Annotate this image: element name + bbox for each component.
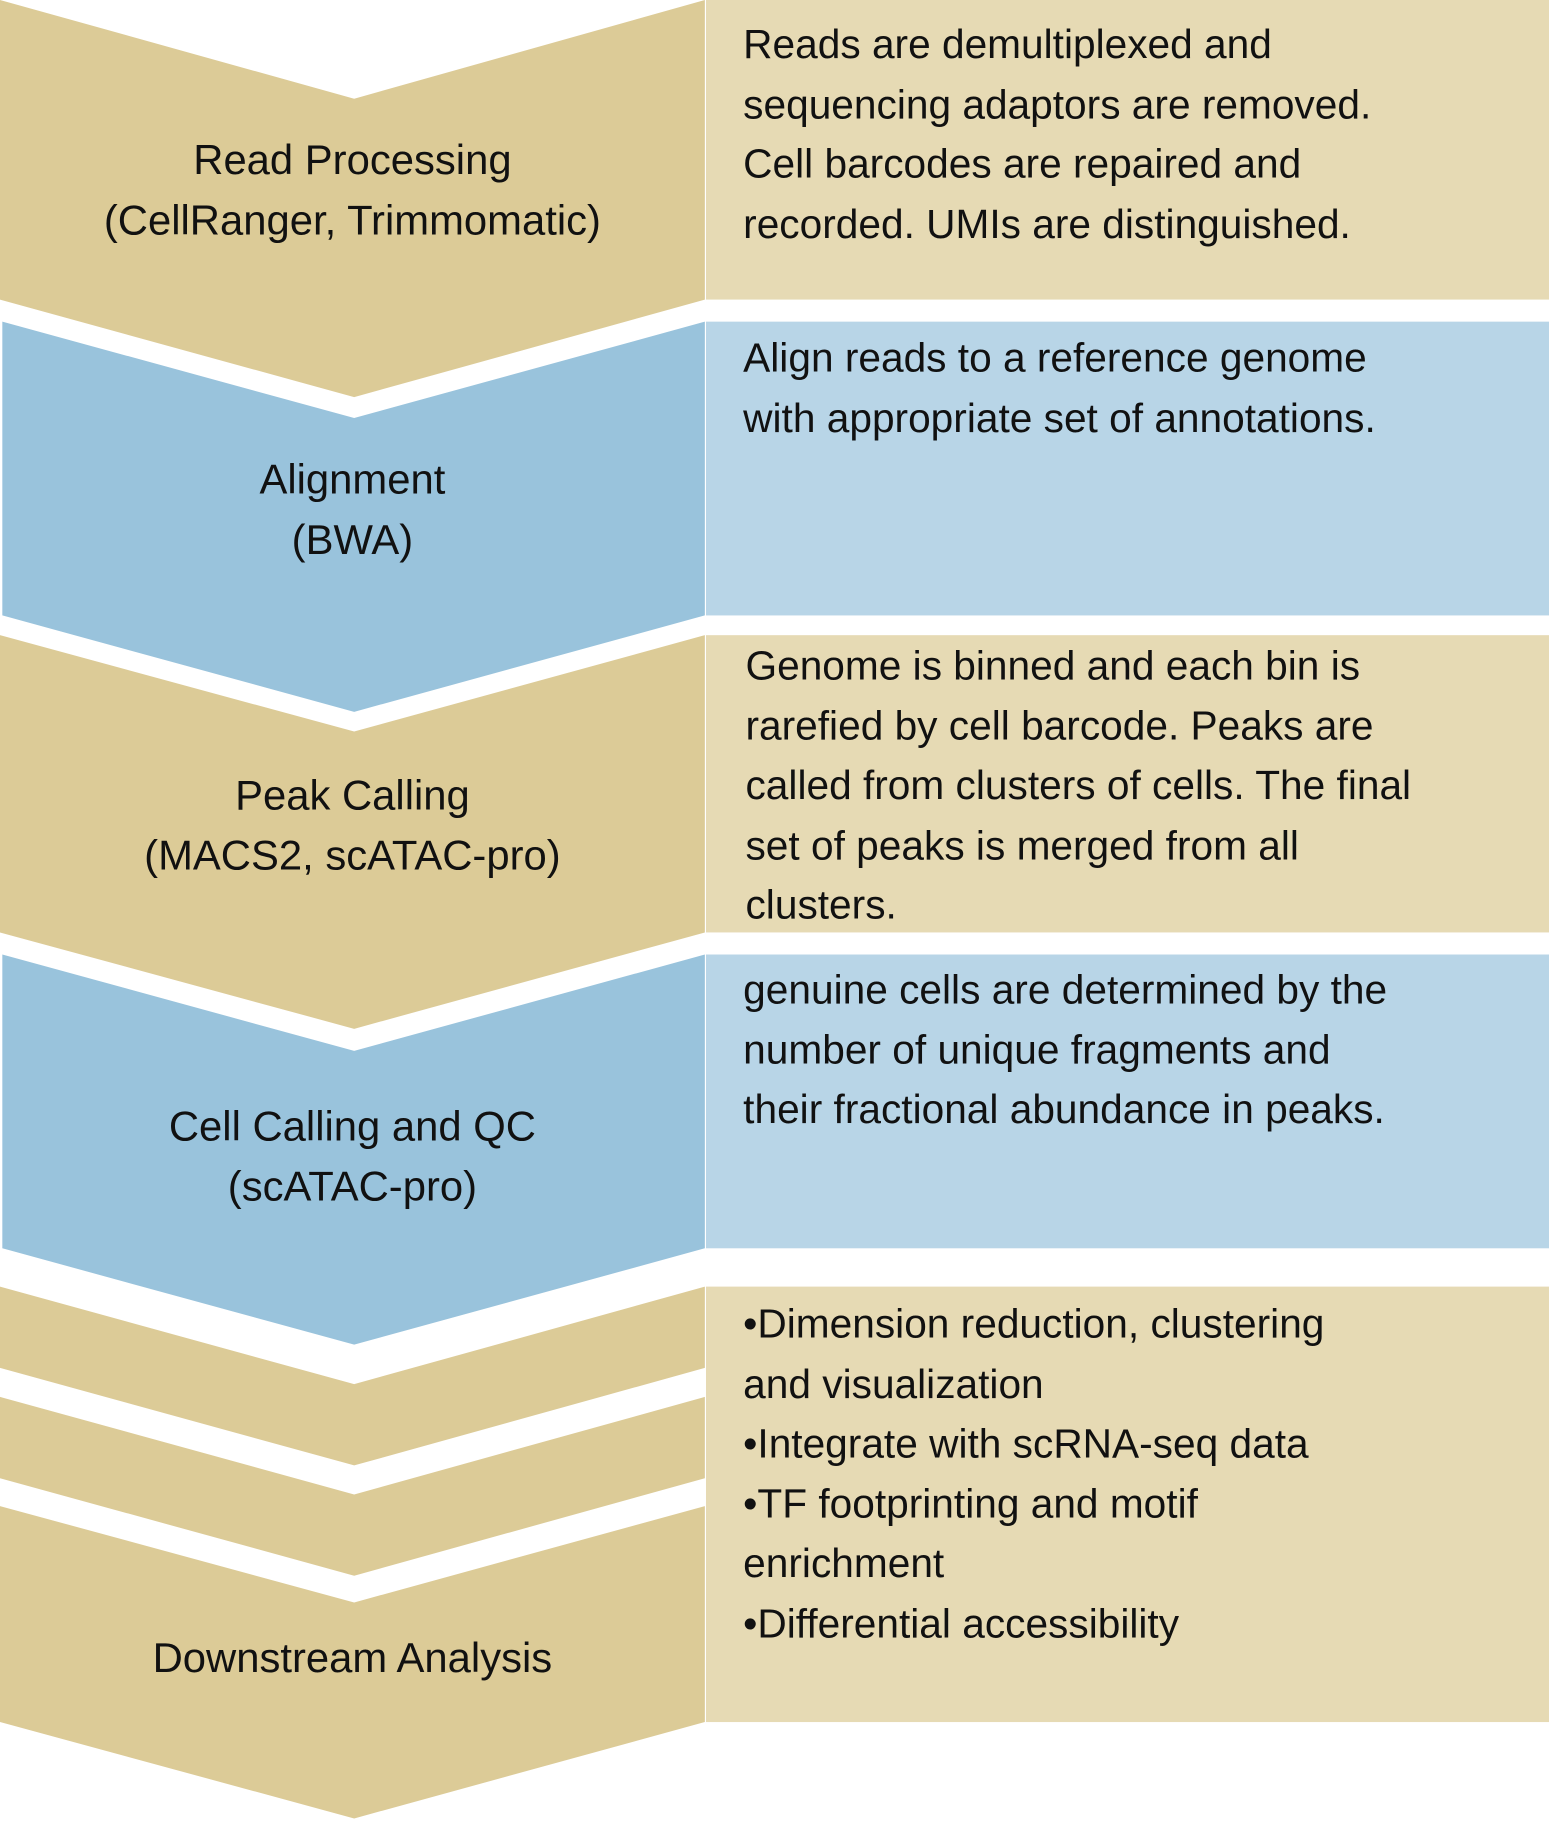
chevron-cell-calling [2, 954, 705, 1345]
description-peak-calling: Genome is binned and each bin is rarefie… [745, 636, 1546, 935]
description-line: their fractional abundance in peaks. [743, 1086, 1385, 1133]
description-line: enrichment [743, 1540, 945, 1587]
description-line: with appropriate set of annotations. [743, 395, 1376, 441]
step-downstream-label: Downstream Analysis [0, 1628, 705, 1688]
description-line: Cell barcodes are repaired and [743, 141, 1302, 187]
description-alignment: Align reads to a reference genome with a… [743, 329, 1544, 449]
description-line: •Integrate with scRNA-seq data [743, 1421, 1309, 1467]
step-cell-calling-label: Cell Calling and QC (scATAC-pro) [0, 1096, 705, 1217]
box-alignment [706, 321, 1549, 616]
box-read-processing [706, 0, 1549, 300]
description-line: and visualization [743, 1361, 1044, 1407]
chevron-downstream-3 [0, 1506, 705, 1819]
step-tool: (MACS2, scATAC-pro) [144, 831, 561, 880]
step-peak-calling-label: Peak Calling (MACS2, scATAC-pro) [0, 765, 705, 886]
description-line: Reads are demultiplexed and [743, 22, 1272, 68]
chevron-read-processing [0, 0, 705, 398]
box-peak-calling [706, 635, 1549, 933]
step-title: Cell Calling and QC [168, 1101, 536, 1150]
description-line: •Differential accessibility [743, 1600, 1180, 1647]
chevron-peak-calling [0, 635, 705, 1029]
description-read-processing: Reads are demultiplexed and sequencing a… [743, 15, 1544, 254]
box-downstream [706, 1286, 1549, 1723]
description-line: rarefied by cell barcode. Peaks are [745, 703, 1374, 749]
step-tool: (scATAC-pro) [227, 1162, 478, 1210]
description-line: genuine cells are determined by the [743, 967, 1388, 1013]
step-title: Peak Calling [235, 771, 470, 819]
description-line: Align reads to a reference genome [743, 335, 1367, 381]
description-line: Genome is binned and each bin is [745, 643, 1361, 689]
step-tool: (CellRanger, Trimmomatic) [103, 196, 601, 244]
step-read-processing-label: Read Processing (CellRanger, Trimmomatic… [0, 130, 705, 251]
chevron-downstream-2 [0, 1396, 705, 1576]
description-cell-calling: genuine cells are determined by the numb… [743, 960, 1544, 1139]
step-title: Read Processing [193, 135, 512, 184]
description-line: set of peaks is merged from all [745, 822, 1299, 868]
chevron-downstream-1 [0, 1286, 705, 1466]
description-line: •TF footprinting and motif [743, 1481, 1198, 1527]
step-tool: (BWA) [291, 515, 414, 564]
description-line: called from clusters of cells. The final [745, 762, 1412, 809]
description-line: clusters. [745, 882, 897, 928]
description-line: •Dimension reduction, clustering [743, 1301, 1325, 1347]
description-line: recorded. UMIs are distinguished. [743, 201, 1351, 247]
step-title: Alignment [259, 455, 446, 503]
chevron-alignment [2, 321, 705, 712]
step-title: Downstream Analysis [152, 1633, 553, 1682]
description-line: number of unique fragments and [743, 1027, 1331, 1073]
box-cell-calling [706, 954, 1549, 1249]
description-line: sequencing adaptors are removed. [743, 81, 1372, 128]
step-alignment-label: Alignment (BWA) [0, 449, 705, 570]
description-downstream: •Dimension reduction, clustering and vis… [743, 1295, 1544, 1654]
